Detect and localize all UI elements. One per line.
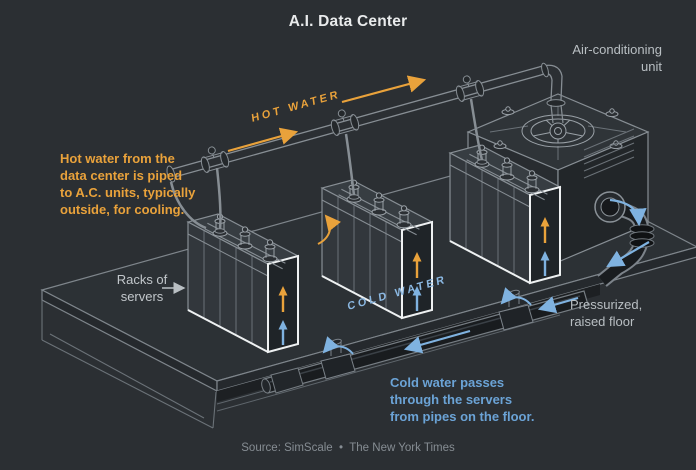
- pipe-valve-icon: [200, 146, 230, 173]
- cold-note-line: Cold water passes: [390, 375, 505, 390]
- ac-unit-label-line: unit: [641, 58, 662, 74]
- cold-water-note: Cold water passes through the servers fr…: [390, 374, 534, 425]
- hot-note-line: Hot water from the: [60, 151, 175, 166]
- drop-hose: [344, 133, 356, 196]
- drop-hose: [215, 167, 222, 230]
- cold-water-pipe: [261, 289, 589, 394]
- pipe-end-cap: [166, 165, 176, 183]
- cold-curl-arrow: [322, 336, 354, 355]
- pipe-open-end: [261, 378, 271, 394]
- flange-ring: [629, 224, 655, 248]
- racks-label-line: Racks of: [116, 272, 168, 287]
- hot-water-note: Hot water from the data center is piped …: [60, 150, 195, 218]
- pipe-valve-icon: [330, 109, 360, 136]
- louver-grille: [583, 128, 635, 179]
- hot-note-line: outside, for cooling.: [60, 202, 185, 217]
- hot-curl-arrow: [317, 214, 341, 245]
- ac-unit-label: Air-conditioning unit: [538, 42, 662, 75]
- floor-label-line: Pressurized,: [570, 297, 643, 312]
- cold-port-arrow: [609, 198, 647, 227]
- bolt-fitting: [493, 106, 623, 150]
- fan-icon: [521, 114, 595, 148]
- racks-label-line: servers: [120, 288, 164, 304]
- cold-note-line: through the servers: [390, 392, 513, 407]
- pipe-sleeve: [270, 367, 304, 394]
- hot-water-pipe: [166, 62, 566, 234]
- racks-label: Racks of servers: [94, 272, 190, 305]
- cold-flow-arrow: [537, 296, 579, 314]
- pipe-valve-icon: [455, 75, 485, 102]
- flow-arrows: [162, 75, 650, 355]
- cold-curl-arrow: [500, 287, 532, 306]
- floor-label-line: raised floor: [570, 313, 635, 329]
- ac-unit-label-line: Air-conditioning: [572, 42, 662, 57]
- hot-note-line: to A.C. units, typically: [60, 185, 196, 200]
- underfloor-frame: [41, 300, 217, 429]
- cold-flow-arrow: [606, 241, 650, 268]
- hot-note-line: data center is piped: [60, 168, 183, 183]
- drop-hose: [169, 181, 207, 230]
- drop-hose: [469, 98, 484, 161]
- cold-note-line: from pipes on the floor.: [390, 409, 535, 424]
- hot-water-flow-label: HOT WATER: [251, 88, 341, 125]
- raised-floor-label: Pressurized, raised floor: [570, 297, 642, 330]
- hot-flow-arrow: [341, 75, 427, 104]
- page-title: A.I. Data Center: [288, 13, 408, 30]
- source-credit: Source: SimScale • The New York Times: [241, 442, 455, 454]
- hot-flow-arrow: [227, 127, 299, 153]
- cold-flow-arrow: [403, 329, 471, 354]
